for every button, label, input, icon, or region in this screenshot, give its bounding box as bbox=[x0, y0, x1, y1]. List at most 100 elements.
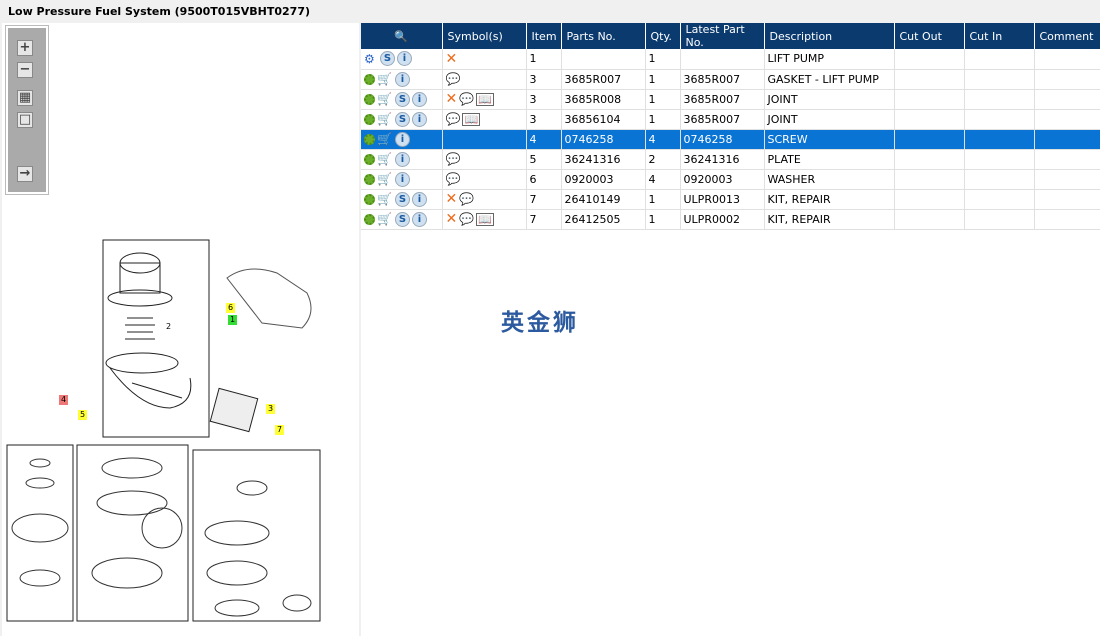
note-bubble-icon[interactable]: 💬 bbox=[445, 172, 461, 186]
zoom-out-icon[interactable]: − bbox=[17, 62, 33, 78]
info-icon[interactable]: i bbox=[395, 71, 410, 87]
column-header[interactable]: Cut Out bbox=[894, 23, 965, 49]
gear-icon[interactable] bbox=[364, 153, 375, 165]
info-icon[interactable]: i bbox=[412, 111, 427, 127]
cross-icon[interactable]: ✕ bbox=[445, 211, 458, 227]
column-header-search[interactable]: 🔍 bbox=[361, 23, 443, 49]
gear-icon[interactable] bbox=[364, 213, 375, 225]
callout-2[interactable]: 2 bbox=[166, 322, 172, 331]
note-bubble-icon[interactable]: 💬 bbox=[459, 212, 475, 226]
cart-icon[interactable]: 🛒 bbox=[377, 132, 392, 146]
search-list-icon[interactable]: 🔍 bbox=[394, 29, 409, 43]
callout-1[interactable]: 1 bbox=[228, 315, 238, 325]
diagram-panel[interactable]: 6 1 2 4 5 3 7 + − ▦ □ → bbox=[2, 23, 359, 636]
cell-part: 36856104 bbox=[561, 109, 646, 130]
gear-icon[interactable] bbox=[364, 193, 375, 205]
supersession-icon[interactable]: S bbox=[395, 191, 410, 207]
cell-cut-in bbox=[964, 169, 1035, 190]
note-bubble-icon[interactable]: 💬 bbox=[459, 92, 475, 106]
cart-icon[interactable]: 🛒 bbox=[377, 72, 392, 86]
callout-7[interactable]: 7 bbox=[275, 425, 285, 435]
gear-icon[interactable] bbox=[364, 113, 375, 125]
info-icon[interactable]: i bbox=[412, 91, 427, 107]
note-bubble-icon[interactable]: 💬 bbox=[459, 192, 475, 206]
column-header[interactable]: Description bbox=[764, 23, 895, 49]
info-icon[interactable]: i bbox=[412, 191, 427, 207]
fit-all-icon[interactable]: ▦ bbox=[17, 90, 33, 106]
cart-icon[interactable]: 🛒 bbox=[377, 112, 392, 126]
cross-icon[interactable]: ✕ bbox=[445, 50, 458, 67]
book-icon[interactable]: 📖 bbox=[476, 212, 494, 226]
column-header[interactable]: Comment bbox=[1034, 23, 1100, 49]
gears-icon[interactable]: ⚙ bbox=[364, 51, 375, 66]
column-header[interactable]: Cut In bbox=[964, 23, 1035, 49]
supersession-icon[interactable]: S bbox=[395, 91, 410, 107]
column-header[interactable]: Parts No. bbox=[561, 23, 646, 49]
callout-5[interactable]: 5 bbox=[78, 410, 88, 420]
cell-desc: SCREW bbox=[764, 129, 895, 150]
cell-comment bbox=[1034, 69, 1100, 90]
cart-icon[interactable]: 🛒 bbox=[377, 192, 392, 206]
info-icon[interactable]: i bbox=[397, 51, 412, 67]
pump-group-frame bbox=[102, 239, 210, 438]
cross-icon[interactable]: ✕ bbox=[445, 91, 458, 107]
gear-icon[interactable] bbox=[364, 133, 375, 145]
fit-window-icon[interactable]: □ bbox=[17, 112, 33, 128]
supersession-icon[interactable]: S bbox=[380, 51, 395, 67]
info-icon[interactable]: i bbox=[395, 131, 410, 147]
cell-part: 0920003 bbox=[561, 169, 646, 190]
cell-cut-in bbox=[964, 89, 1035, 110]
cross-icon[interactable]: ✕ bbox=[445, 191, 458, 207]
cell-desc: GASKET - LIFT PUMP bbox=[764, 69, 895, 90]
cell-part: 3685R007 bbox=[561, 69, 646, 90]
gear-icon[interactable] bbox=[364, 173, 375, 185]
info-icon[interactable]: i bbox=[395, 151, 410, 167]
callout-6[interactable]: 6 bbox=[226, 303, 236, 313]
cart-icon[interactable]: 🛒 bbox=[377, 172, 392, 186]
column-header[interactable]: Qty. bbox=[645, 23, 681, 49]
column-header[interactable]: Symbol(s) bbox=[442, 23, 527, 49]
note-bubble-icon[interactable]: 💬 bbox=[445, 112, 461, 126]
cell-cut-in bbox=[964, 129, 1035, 150]
column-header[interactable]: Item bbox=[526, 23, 562, 49]
cart-icon[interactable]: 🛒 bbox=[377, 92, 392, 106]
supersession-icon[interactable]: S bbox=[395, 211, 410, 227]
note-bubble-icon[interactable]: 💬 bbox=[445, 72, 461, 86]
info-icon[interactable]: i bbox=[412, 211, 427, 227]
cell-comment bbox=[1034, 49, 1100, 70]
cell-item: 5 bbox=[526, 149, 562, 170]
export-list-icon[interactable]: → bbox=[17, 166, 33, 182]
callout-3[interactable]: 3 bbox=[266, 404, 276, 414]
zoom-in-icon[interactable]: + bbox=[17, 40, 33, 56]
book-icon[interactable]: 📖 bbox=[476, 92, 494, 106]
gear-icon[interactable] bbox=[364, 93, 375, 105]
cell-cut-out bbox=[894, 149, 965, 170]
symbols: 💬📖 bbox=[442, 109, 527, 130]
column-header[interactable]: Latest Part No. bbox=[680, 23, 765, 49]
gear-icon[interactable] bbox=[364, 73, 375, 85]
cell-cut-in bbox=[964, 49, 1035, 70]
cell-part: 26412505 bbox=[561, 209, 646, 230]
page-title: Low Pressure Fuel System (9500T015VBHT02… bbox=[8, 5, 311, 18]
supersession-icon[interactable]: S bbox=[395, 111, 410, 127]
book-icon[interactable]: 📖 bbox=[462, 112, 481, 126]
cell-cut-out bbox=[894, 109, 965, 130]
callout-4[interactable]: 4 bbox=[59, 395, 69, 405]
note-bubble-icon[interactable]: 💬 bbox=[445, 152, 461, 166]
cell-latest: ULPR0002 bbox=[680, 209, 765, 230]
cart-icon[interactable]: 🛒 bbox=[377, 152, 392, 166]
info-icon[interactable]: i bbox=[395, 171, 410, 187]
cell-comment bbox=[1034, 129, 1100, 150]
cart-icon[interactable]: 🛒 bbox=[377, 212, 392, 226]
cell-latest: 0746258 bbox=[680, 129, 765, 150]
